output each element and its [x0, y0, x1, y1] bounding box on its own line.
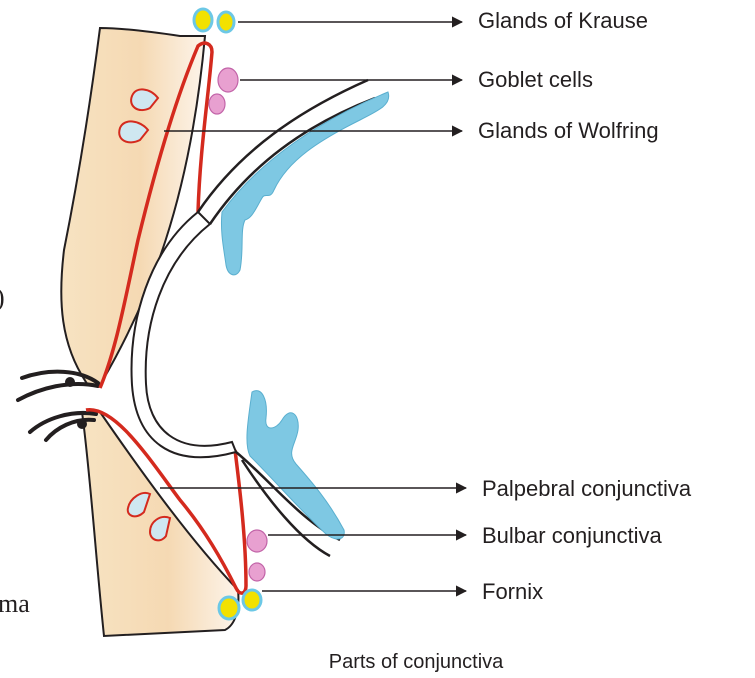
goblet-cell-4: [248, 562, 266, 582]
glands-of-wolfring-group: [118, 88, 172, 542]
krause-gland-top-1: [192, 7, 214, 33]
krause-gland-top-2: [216, 10, 236, 34]
bulbar-conjunctiva-upper-arc-inner: [208, 96, 376, 225]
palpebral-conjunctiva-lower: [85, 408, 248, 595]
krause-gland-bottom-2: [241, 588, 263, 612]
leader-lines: [160, 16, 468, 597]
wolfring-gland-3: [126, 492, 152, 518]
goblet-cell-1: [217, 67, 239, 93]
label-glands-of-wolfring: Glands of Wolfring: [478, 118, 659, 143]
glands-of-krause-group: [192, 7, 263, 621]
figure-caption: Parts of conjunctiva: [329, 651, 504, 673]
krause-gland-bottom-1: [217, 595, 241, 621]
bulbar-conjunctiva-lower-arc-outer: [240, 459, 331, 558]
bulbar-conjunctiva-upper-arc: [196, 78, 369, 213]
tear-film-upper: [221, 91, 390, 276]
cropped-paren: ): [0, 283, 5, 312]
label-goblet-cells: Goblet cells: [478, 67, 593, 92]
palpebral-conjunctiva-upper: [98, 41, 214, 389]
wolfring-gland-4: [148, 516, 172, 542]
eyelashes: [16, 369, 100, 442]
goblet-cell-3: [246, 529, 268, 553]
tear-film-lower: [246, 390, 345, 540]
eyelash-root-lower: [77, 419, 87, 429]
cropped-ma: ma: [0, 589, 30, 618]
label-fornix: Fornix: [482, 579, 543, 604]
goblet-cells-group: [208, 67, 268, 582]
label-glands-of-krause: Glands of Krause: [478, 8, 648, 33]
label-palpebral-conjunctiva: Palpebral conjunctiva: [482, 476, 692, 501]
eyelash-root-upper: [65, 377, 75, 387]
wolfring-gland-2: [118, 120, 150, 144]
goblet-cell-2: [208, 93, 226, 115]
wolfring-gland-1: [130, 88, 160, 112]
label-bulbar-conjunctiva: Bulbar conjunctiva: [482, 523, 663, 548]
